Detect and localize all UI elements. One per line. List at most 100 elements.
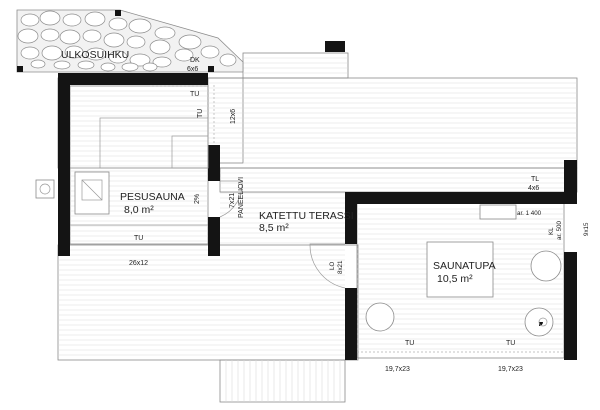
label-tu-tupa-right: TU (506, 340, 515, 347)
tupa-wall-right (564, 252, 577, 360)
stone (53, 60, 71, 70)
terrace-deck-lower (57, 244, 359, 361)
stone (108, 17, 128, 31)
stone (219, 53, 237, 67)
pesusauna-floor (69, 85, 209, 245)
pesusauna-interior (70, 85, 215, 226)
stone (59, 29, 81, 45)
label-dim-26x12: 26x12 (129, 260, 148, 267)
stone (129, 53, 151, 67)
sauna-bench-upper (99, 117, 209, 169)
stone (40, 28, 60, 42)
label-tu-sauna-bottom: TU (134, 235, 143, 242)
label-dim-12x6: 12x6 (230, 109, 237, 124)
label-saunatupa: SAUNATUPA (433, 260, 496, 272)
kitchen-counter (479, 204, 517, 220)
label-kl: KL (548, 227, 555, 235)
chair-left (365, 302, 395, 332)
stone (64, 45, 84, 59)
stone (154, 26, 176, 40)
stone (62, 13, 82, 27)
label-saunatupa-area: 10,5 m² (437, 273, 473, 285)
label-dk-size: 6x6 (187, 66, 198, 73)
wall-left (58, 73, 70, 256)
tupa-wall-right-top (564, 160, 577, 204)
stone (152, 56, 172, 68)
terrace-deck-covered (219, 167, 578, 193)
stone (17, 28, 39, 44)
label-tl-size: 4x6 (528, 185, 539, 192)
shower-post-left (17, 66, 23, 72)
chair-right (530, 250, 562, 282)
label-lo: LO (329, 262, 336, 270)
stone (108, 50, 128, 64)
label-tl: TL (531, 176, 539, 183)
stone (121, 62, 139, 72)
stone (142, 62, 158, 72)
plan-labels: ULKOSUIHKU DK 6x6 TU TU 12x6 PESUSAUNA 8… (61, 49, 590, 373)
wall-top (58, 73, 208, 85)
stone (174, 48, 194, 62)
stone (30, 59, 46, 69)
label-pesusauna-pct: 2% (194, 194, 201, 204)
stone (100, 62, 116, 72)
chimney-icon (35, 179, 55, 199)
label-window-right: 19,7x23 (498, 366, 523, 373)
label-katettu-area: 8,5 m² (259, 222, 289, 234)
stone (126, 35, 146, 49)
pesusauna-walls (58, 73, 220, 256)
sauna-stove-diag (81, 179, 103, 201)
label-ulkosuihku: ULKOSUIHKU (61, 49, 129, 61)
outdoor-shower (16, 9, 345, 73)
dining-table (426, 241, 494, 298)
tupa-wall-top (345, 192, 577, 204)
stone (149, 39, 171, 55)
label-ar-500: ar. 500 (556, 221, 563, 240)
label-dk: DK (190, 57, 200, 64)
deck-board-lines (58, 57, 577, 402)
label-pesusauna-area: 8,0 m² (124, 204, 154, 216)
stone (178, 34, 202, 50)
label-dim-9x15: 9x15 (583, 222, 590, 236)
stone (128, 18, 152, 34)
tupa-wall-left-upper (345, 192, 357, 244)
label-tu-tupa-left: TU (405, 340, 414, 347)
label-ar-1400: ar. 1 400 (517, 210, 542, 217)
label-tu-top: TU (190, 91, 199, 98)
shower-post-mid (208, 66, 214, 72)
label-window-left: 19,7x23 (385, 366, 410, 373)
terrace-steps (219, 359, 346, 403)
stone (39, 10, 61, 26)
label-door-7x21: 7x21 (229, 193, 236, 208)
shower-post-right (115, 10, 121, 16)
label-tu-side: TU (197, 109, 204, 118)
wall-right-upper (208, 145, 220, 181)
deck-areas (57, 52, 578, 403)
stone (41, 45, 63, 61)
label-pesusauna: PESUSAUNA (120, 191, 185, 203)
sauna-stove (74, 171, 110, 215)
label-lo-size: 8x21 (337, 260, 344, 274)
stone-pattern (17, 10, 237, 72)
label-paneeliovi: PANEELIOVI (238, 177, 245, 218)
label-katettu-terassi: KATETTU TERASSI (259, 210, 354, 222)
wall-right-lower (208, 217, 220, 256)
stone (82, 29, 102, 43)
stone (84, 11, 106, 27)
door-swing-lo (309, 243, 346, 289)
stone (85, 47, 107, 61)
stone (77, 60, 95, 70)
stone (200, 45, 220, 59)
saunatupa-furniture (365, 204, 562, 337)
door-swing-paneeliovi (219, 180, 243, 218)
tupa-wall-left-lower (345, 288, 357, 360)
saunatupa-walls (345, 160, 577, 360)
stone (20, 13, 40, 27)
sauna-stove-core (81, 179, 103, 201)
stone (103, 32, 125, 48)
sauna-bench-inner (171, 135, 209, 169)
terrace-deck-top (242, 52, 349, 79)
terrace-post (325, 41, 345, 52)
stone (20, 46, 40, 60)
